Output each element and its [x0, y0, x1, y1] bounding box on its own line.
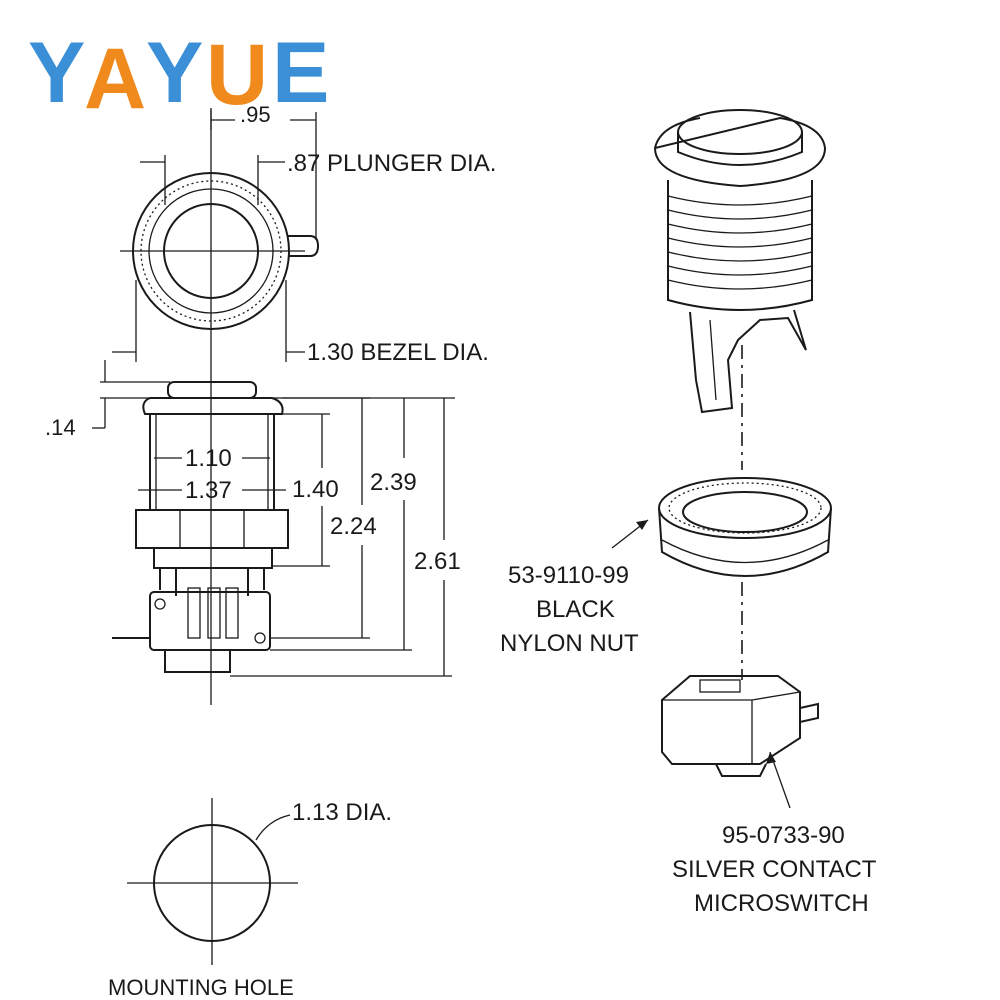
switch-hole-1 — [154, 598, 166, 610]
top-view: .95 .87 PLUNGER DIA. 1.30 BEZEL DIA. — [112, 102, 496, 705]
logo-letter-1: Y — [28, 25, 85, 121]
side-view: .14 1.10 1.37 — [45, 360, 461, 677]
nut-name: NYLON NUT — [500, 630, 639, 657]
microswitch-plunger — [699, 679, 741, 693]
plunger-dia-label: .87 PLUNGER DIA. — [287, 150, 496, 177]
bezel-ring — [653, 116, 827, 188]
plunger-cap — [167, 381, 257, 399]
microswitch-edges — [662, 691, 801, 764]
leg-detail — [709, 319, 717, 401]
nut-side — [658, 507, 832, 577]
bezel-flange — [142, 397, 284, 415]
bezel-height-label: .14 — [45, 415, 76, 440]
dim-width-label: .95 — [240, 102, 271, 127]
switch-part-number: 95-0733-90 — [722, 822, 845, 849]
switch-pin-2 — [207, 587, 221, 639]
nut-leader-arrow — [636, 520, 648, 530]
height-1-label: 1.40 — [292, 476, 339, 503]
exploded-microswitch — [661, 675, 801, 765]
nut-band — [661, 539, 829, 564]
height-3-label: 2.24 — [330, 513, 377, 540]
switch-hole-2 — [254, 632, 266, 644]
nut-top-inner — [682, 491, 808, 533]
switch-pin-3 — [225, 587, 239, 639]
height-4-label: 2.61 — [414, 548, 461, 575]
switch-pin-1 — [187, 587, 201, 639]
exploded-threaded-body — [667, 180, 813, 311]
exploded-view: 53-9110-99 BLACK NYLON NUT 95-0733-90 SI… — [500, 109, 877, 917]
switch-contact-type: SILVER CONTACT — [672, 856, 877, 883]
cap-top — [677, 109, 803, 155]
thread-lines — [667, 195, 813, 290]
hole-dia-leader — [255, 814, 291, 841]
logo-letter-5: E — [272, 25, 329, 121]
cap-side — [677, 132, 803, 166]
brand-logo: Y A Y U E — [28, 25, 329, 127]
inner-width-label: 1.10 — [185, 445, 232, 472]
mounting-hole-title: MOUNTING HOLE — [108, 975, 294, 1000]
bracket — [159, 568, 265, 596]
nut — [135, 509, 289, 549]
switch-clip-legs — [689, 309, 807, 414]
nut-base — [153, 547, 273, 569]
height-2-label: 2.39 — [370, 469, 417, 496]
microswitch-terminal-right — [799, 702, 819, 723]
logo-letter-2: A — [84, 31, 146, 127]
nut-part-number: 53-9110-99 — [508, 562, 629, 589]
terminal-bottom — [164, 650, 231, 673]
hole-dia-label: 1.13 DIA. — [292, 799, 392, 826]
microswitch-body — [149, 591, 271, 651]
bezel-dia-label: 1.30 BEZEL DIA. — [307, 339, 489, 366]
logo-letter-3: Y — [146, 25, 203, 121]
logo-letter-4: U — [206, 27, 268, 123]
microswitch-terminal-bottom — [715, 763, 767, 777]
mounting-hole-view: 1.13 DIA. MOUNTING HOLE — [108, 798, 392, 1000]
nut-top-knurl — [668, 482, 822, 534]
switch-leader-arrow — [766, 752, 776, 764]
nut-width-label: 1.37 — [185, 477, 232, 504]
switch-name: MICROSWITCH — [694, 890, 869, 917]
nut-color: BLACK — [536, 596, 615, 623]
tab — [288, 235, 320, 257]
